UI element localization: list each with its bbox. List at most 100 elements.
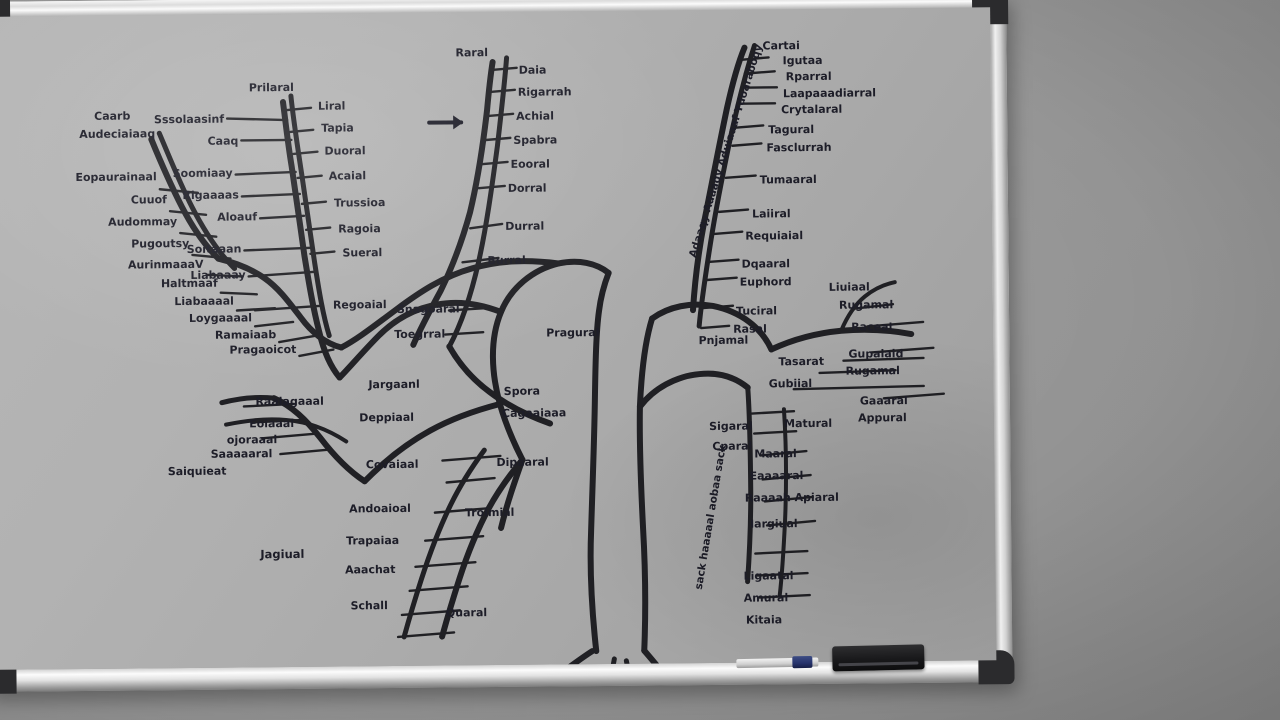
- label-mid-right-12: Cparal: [712, 440, 752, 453]
- label-upper-mid-left-side-4: Aloauf: [217, 210, 257, 223]
- whiteboard: Caarb Audeciaiaaq Eopaurainaal Cuuof Aud…: [0, 0, 1015, 694]
- label-group-mid-left-standalone: Jagiual: [259, 547, 304, 561]
- label-upper-right-leaf-11: Tuciral: [736, 304, 777, 317]
- label-mid-left-2: ojoraaal: [227, 433, 277, 446]
- label-upper-mid-left-side-3: Rigaaaas: [182, 188, 239, 202]
- eraser-felt-strip: [838, 661, 919, 667]
- label-upper-left-stem-1: Audeciaiaaq: [79, 127, 155, 141]
- label-mid-right-2: Pnjamal: [698, 334, 748, 347]
- label-upper-mid-right-lower-4: Pragural: [546, 326, 599, 340]
- label-mid-left-4: Saiquieat: [168, 465, 227, 479]
- label-mid-center-right-2: Dipaaral: [496, 456, 548, 470]
- label-mid-center-4: Trapaiaa: [346, 534, 399, 548]
- label-mid-right-11: Matural: [784, 417, 832, 430]
- label-upper-left-leaf-5: Haltmaaf: [161, 277, 218, 291]
- label-upper-left-leaf-9: Pragaoicot: [229, 343, 296, 357]
- label-mid-right-10: Sigaral: [709, 420, 753, 433]
- label-upper-mid-left-leaf-1: Tapia: [321, 121, 354, 134]
- label-group-upper-left-stem: Caarb Audeciaiaaq: [79, 110, 155, 141]
- label-mid-center-5: Aaachat: [345, 563, 396, 576]
- tree-outline: [148, 43, 946, 670]
- label-upper-mid-right-lower-0: Durral: [505, 220, 544, 233]
- surface-glare: [0, 7, 997, 670]
- whiteboard-eraser[interactable]: [832, 644, 925, 672]
- label-upper-right-leaf-0: Igutaa: [783, 54, 823, 67]
- label-mid-right-6: Rugamal: [846, 364, 900, 378]
- label-upper-left-leaf-6: Liabaaaal: [174, 295, 234, 309]
- label-upper-mid-left-side-0: Sssolaasinf: [154, 113, 224, 127]
- label-mid-center-0: Jargaanl: [367, 378, 419, 392]
- label-upper-mid-left-leaf-4: Trussioa: [334, 196, 386, 209]
- label-group-upper-right: Cartai Igutaa Rparral Laapaaadiarral Cry…: [733, 39, 876, 336]
- label-upper-right-leaf-9: Dqaaral: [741, 257, 790, 270]
- label-mid-left-3: Saaaaaral: [211, 447, 273, 461]
- label-upper-mid-left-leaf-7: Regoaial: [333, 298, 387, 312]
- label-upper-mid-left-side-6: Liabaaay: [190, 268, 245, 282]
- label-mid-center-1: Deppiaal: [359, 411, 414, 425]
- label-upper-mid-left-leaf-5: Ragoia: [338, 222, 381, 235]
- label-mid-right-0: Liuiaal: [829, 280, 870, 293]
- label-group-mid-left: Raalagaaal Eoiaaal ojoraaal Saaaaaral Sa…: [168, 395, 324, 479]
- label-upper-mid-left-leaf-2: Duoral: [324, 144, 365, 157]
- label-upper-mid-right-leaf-3: Spabra: [513, 133, 557, 146]
- arrow-icon: [427, 115, 464, 130]
- label-mid-right-1: Rugamal: [839, 298, 893, 312]
- label-upper-mid-right-leaf-2: Achial: [516, 109, 554, 122]
- label-upper-mid-right-leaf-5: Dorral: [508, 182, 547, 195]
- label-upper-left-leaf-4: AurinmaaaV: [128, 258, 204, 272]
- label-group-upper-mid-right: Raral Daia Rigarrah Achial Spabra Eooral…: [394, 46, 599, 341]
- label-upper-left-leaf-0: Eopaurainaal: [75, 170, 156, 184]
- label-mid-right-9: Appural: [858, 411, 907, 424]
- label-upper-mid-right-lower-3: Toegrral: [394, 328, 445, 341]
- label-upper-left-stem-0: Caarb: [94, 110, 130, 123]
- label-group-mid-center: Jargaanl Deppiaal Covaiaal Andoaioal Tra…: [345, 378, 420, 613]
- label-mid-center-right-0: Spora: [504, 385, 540, 398]
- label-mid-right-7: Gubiial: [769, 377, 813, 390]
- label-upper-mid-left-side-1: Caaq: [207, 134, 238, 147]
- label-mid-right-3: Raceat: [851, 320, 894, 333]
- label-mid-right-19: Kitaia: [746, 613, 782, 626]
- label-upper-left-leaf-1: Cuuof: [131, 193, 167, 206]
- label-upper-right-leaf-1: Rparral: [786, 70, 832, 83]
- label-mid-center-right-3: Troimial: [465, 506, 515, 519]
- label-mid-center-right-1: Cagaaiaaa: [502, 406, 566, 420]
- label-group-upper-mid-left-side: Sssolaasinf Caaq Soomiaay Rigaaaas Aloau…: [154, 113, 257, 282]
- label-group-upper-left-leaves: Eopaurainaal Cuuof Audommay Pugoutsy Aur…: [75, 170, 296, 357]
- label-mid-right-5: Gupaiaid: [848, 347, 903, 361]
- label-mid-right-16: Iargiual: [750, 517, 798, 530]
- label-upper-left-leaf-3: Pugoutsy: [131, 237, 189, 251]
- label-upper-left-leaf-7: Loygaaaal: [189, 311, 252, 325]
- label-upper-mid-right-leaf-4: Eooral: [511, 157, 550, 170]
- label-group-mid-center-right: Quaral Spora Cagaaiaaa Dipaaral Troimial: [446, 385, 566, 620]
- label-upper-mid-left-leaf-3: Acaial: [329, 169, 367, 182]
- whiteboard-surface[interactable]: Caarb Audeciaiaaq Eopaurainaal Cuuof Aud…: [0, 7, 997, 670]
- label-mid-right-17: Ligaatal: [743, 569, 793, 582]
- label-upper-mid-right-lower-1: Burral: [487, 254, 525, 267]
- label-upper-left-leaf-2: Audommay: [108, 215, 177, 229]
- label-upper-mid-right-leaf-1: Rigarrah: [518, 85, 572, 99]
- label-group-mid-right: Liuiaal Rugamal Pnjamal Raceat Tasarat G…: [698, 280, 907, 626]
- label-upper-mid-left-side-2: Soomiaay: [173, 167, 233, 181]
- label-mid-left-5: Jagiual: [259, 547, 304, 561]
- label-mid-center-3: Andoaioal: [349, 502, 411, 516]
- label-upper-mid-left-leaf-0: Liral: [318, 99, 346, 112]
- label-upper-mid-right-lower-2: Snagoaral: [397, 302, 460, 316]
- label-mid-center-2: Covaiaal: [366, 458, 419, 472]
- label-upper-right-leaf-4: Tagural: [768, 123, 814, 136]
- label-mid-right-14: Eaaaaral: [750, 469, 804, 483]
- label-mid-right-4: Tasarat: [778, 355, 824, 368]
- label-upper-mid-left-side-5: Soitaaan: [187, 242, 242, 256]
- marker-cap[interactable]: [792, 655, 813, 669]
- label-upper-right-leaf-6: Tumaaral: [760, 173, 817, 187]
- label-mid-left-0: Raalagaaal: [255, 395, 324, 409]
- label-mid-left-1: Eoiaaal: [249, 417, 294, 430]
- label-upper-right-leaf-12: Rasal: [733, 322, 767, 335]
- label-upper-right-leaf-3: Crytalaral: [781, 103, 842, 117]
- label-mid-center-6: Schall: [351, 599, 388, 612]
- label-upper-mid-left-leaf-6: Sueral: [342, 246, 382, 259]
- label-upper-mid-left-stem-0: Prilaral: [249, 81, 294, 94]
- label-upper-right-leaf-7: Laiiral: [752, 207, 791, 220]
- label-upper-right-leaf-10: Euphord: [740, 275, 792, 288]
- tree-diagram-drawing: Caarb Audeciaiaaq Eopaurainaal Cuuof Aud…: [75, 39, 946, 670]
